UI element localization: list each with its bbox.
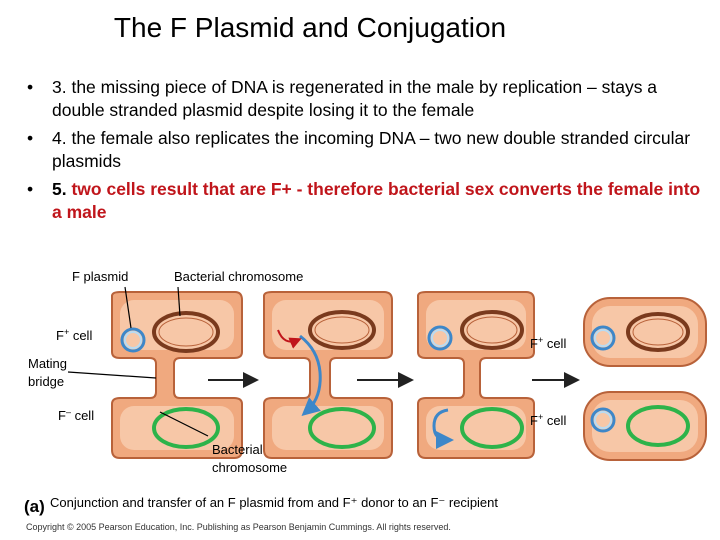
cell-2-bottom-cytoplasm	[272, 406, 384, 450]
label-f-minus-cell: F– cell	[58, 407, 94, 423]
label-f-plus-cell-left-rest: cell	[69, 328, 92, 343]
caption-panel-letter: (a)	[24, 497, 45, 516]
leader-chromosome-bottom	[159, 411, 209, 437]
bacterial-chromosome-donor-3-inner	[466, 316, 518, 344]
plasmid-strand-transferring	[299, 334, 322, 416]
bacterial-chromosome-donor	[152, 311, 220, 353]
bullet-item-3: • 3. the missing piece of DNA is regener…	[22, 76, 702, 122]
bullet-marker: •	[27, 77, 34, 97]
bullet-item-4: • 4. the female also replicates the inco…	[22, 127, 702, 173]
f-plasmid-result-top	[590, 325, 616, 351]
bacterial-chromosome-donor-2-inner	[314, 316, 370, 344]
bullet-list: • 3. the missing piece of DNA is regener…	[22, 76, 702, 229]
plasmid-strand-rolling	[277, 329, 302, 349]
label-f-plus-cell-left-sup: +	[64, 327, 69, 337]
bullet-text-highlight: two cells result that are F+ - therefore…	[52, 179, 701, 222]
bacterial-chromosome-recipient-2	[308, 407, 376, 449]
f-plasmid-result-top-inner	[594, 329, 612, 347]
bacterial-chromosome-result-bottom	[626, 405, 690, 447]
label-f-plus-cell-right-top: F+ cell	[530, 335, 566, 351]
label-f-minus-cell-base: F	[58, 408, 66, 423]
leader-f-plasmid	[124, 286, 132, 329]
f-plasmid-result-bottom-inner	[594, 411, 612, 429]
cell-pair-replicating	[417, 291, 535, 459]
cell-pair-result	[583, 297, 707, 461]
f-plasmid-donor	[120, 327, 146, 353]
label-f-plus-cell-left: F+ cell	[56, 327, 92, 343]
label-mating-bridge-2: bridge	[28, 374, 64, 389]
cell-pair-mating	[111, 291, 243, 459]
label-mating-bridge-1: Mating	[28, 356, 67, 371]
bacterial-chromosome-donor-2	[308, 310, 376, 350]
label-f-plasmid: F plasmid	[72, 269, 128, 284]
figure-caption: Conjunction and transfer of an F plasmid…	[50, 495, 498, 510]
bullet-text: 3. the missing piece of DNA is regenerat…	[52, 77, 658, 120]
bullet-item-5: • 5. two cells result that are F+ - ther…	[22, 178, 702, 224]
f-plasmid-result-bottom	[590, 407, 616, 433]
bacterial-chromosome-result-top	[626, 312, 690, 352]
label-bacterial-chromosome-bottom-2: chromosome	[212, 460, 287, 475]
bacterial-chromosome-recipient-3	[460, 407, 524, 449]
label-f-plus-cell-left-base: F	[56, 328, 64, 343]
leader-chromosome-top	[177, 286, 181, 317]
bacterial-chromosome-recipient	[152, 407, 220, 449]
label-bacterial-chromosome-bottom-1: Bacterial	[212, 442, 263, 457]
label-f-plus-cell-right-top-base: F	[530, 336, 538, 351]
label-bacterial-chromosome-top: Bacterial chromosome	[174, 269, 303, 284]
label-f-minus-cell-rest: cell	[71, 408, 94, 423]
label-f-plus-cell-right-top-rest: cell	[543, 336, 566, 351]
f-plasmid-donor-3-inner	[431, 329, 449, 347]
page-title: The F Plasmid and Conjugation	[113, 12, 507, 43]
copyright-notice: Copyright © 2005 Pearson Education, Inc.…	[26, 522, 451, 532]
f-plasmid-recipient-3	[432, 408, 454, 449]
label-f-plus-cell-right-bottom-sup: +	[538, 412, 543, 422]
f-plasmid-donor-3	[427, 325, 453, 351]
label-f-plus-cell-right-bottom-base: F	[530, 413, 538, 428]
f-plasmid-donor-inner	[124, 331, 142, 349]
bacterial-chromosome-result-top-inner	[632, 318, 684, 346]
label-f-plus-cell-right-bottom: F+ cell	[530, 412, 566, 428]
bullet-marker: •	[27, 179, 34, 199]
bullet-text: 4. the female also replicates the incomi…	[52, 128, 691, 171]
bacterial-chromosome-donor-inner	[158, 317, 214, 347]
bullet-marker: •	[27, 128, 34, 148]
cell-pair-transfer	[263, 291, 393, 459]
bacterial-chromosome-donor-3	[460, 310, 524, 350]
leader-mating-bridge	[67, 371, 157, 379]
label-f-minus-cell-sup: –	[66, 407, 71, 417]
label-f-plus-cell-right-top-sup: +	[538, 335, 543, 345]
bullet-number: 5.	[52, 179, 72, 199]
label-f-plus-cell-right-bottom-rest: cell	[543, 413, 566, 428]
result-cell-bottom-cytoplasm	[592, 400, 698, 452]
cell-1-bottom-cytoplasm	[120, 406, 234, 450]
